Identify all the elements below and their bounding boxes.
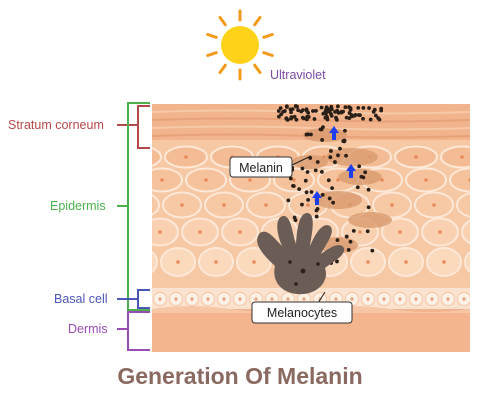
melanocyte-cell [257, 212, 345, 295]
melanin-granules [275, 104, 384, 265]
basal-cell-bracket [117, 289, 150, 309]
stratum-corneum-label: Stratum corneum [8, 118, 104, 132]
melanocytes-label: Melanocytes [267, 306, 337, 320]
melanin-label: Melanin [239, 161, 283, 175]
epidermis-bracket [117, 102, 150, 311]
sun-icon [206, 9, 274, 81]
up-arrow-icon [312, 126, 356, 205]
ultraviolet-label: Ultraviolet [270, 68, 326, 82]
epidermis-label: Epidermis [50, 199, 106, 213]
melanocytes-callout-box [251, 301, 353, 324]
basal-cell-label: Basal cell [54, 292, 108, 306]
dermis-bracket [117, 311, 150, 351]
diagram-title: Generation Of Melanin [117, 363, 362, 389]
stratum-corneum-bracket [117, 105, 150, 149]
melanin-callout-box [229, 156, 293, 178]
dermis-label: Dermis [68, 322, 108, 336]
